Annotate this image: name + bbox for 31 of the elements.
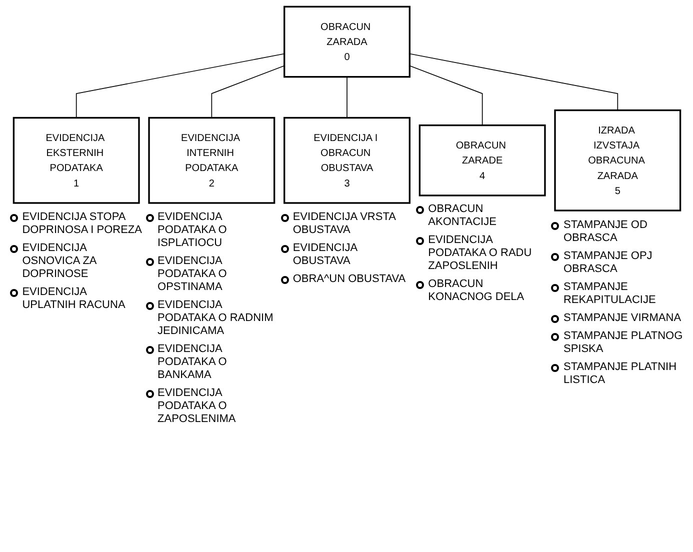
list-item-text: STAMPANJE OPJ OBRASCA: [563, 250, 652, 274]
list-item-text: EVIDENCIJA VRSTA OBUSTAVA: [292, 210, 396, 236]
list-item-text: EVIDENCIJA OBUSTAVA: [292, 242, 358, 267]
list-item-text: EVIDENCIJA STOPA DOPRINOSA I POREZA: [22, 210, 142, 236]
list-item-text: EVIDENCIJA PODATAKA O RADU ZAPOSLENIH: [428, 234, 532, 272]
list-item-text: OBRA^UN OBUSTAVA: [292, 272, 406, 285]
list-item-text: STAMPANJE REKAPITULACIJE: [563, 280, 656, 306]
list-item-text: EVIDENCIJA PODATAKA O RADNIM JEDINICAMA: [158, 298, 274, 337]
node-box: [283, 116, 410, 204]
list-item-text: OBRACUN AKONTACIJE: [428, 203, 496, 228]
list-item-text: STAMPANJE OD OBRASCA: [563, 218, 648, 244]
list-item-text: EVIDENCIJA PODATAKA O OPSTINAMA: [158, 254, 227, 293]
list-item-text: EVIDENCIJA PODATAKA O BANKAMA: [158, 342, 227, 381]
connector: [75, 53, 284, 118]
node-box: [12, 116, 140, 204]
list-item-text: EVIDENCIJA PODATAKA O ISPLATIOCU: [158, 210, 227, 249]
node-box: [418, 124, 546, 196]
connector: [408, 65, 482, 126]
list-item-text: EVIDENCIJA OSNOVICA ZA DOPRINOSE: [22, 242, 96, 280]
list-item-text: STAMPANJE VIRMANA: [563, 312, 682, 324]
list-item-text: EVIDENCIJA UPLATNIH RACUNA: [22, 286, 126, 311]
list-item-text: EVIDENCIJA PODATAKA O ZAPOSLENIMA: [158, 386, 236, 425]
list-item-text: STAMPANJE PLATNIH LISTICA: [563, 360, 677, 386]
list-item-text: STAMPANJE PLATNOG SPISKA: [563, 330, 683, 354]
node-box: [148, 116, 275, 204]
list-item-text: OBRACUN KONACNOG DELA: [428, 278, 524, 304]
node-box: [283, 6, 410, 78]
connector: [346, 76, 347, 118]
node-box: [554, 109, 681, 212]
connector: [408, 53, 618, 111]
connector: [210, 65, 284, 118]
